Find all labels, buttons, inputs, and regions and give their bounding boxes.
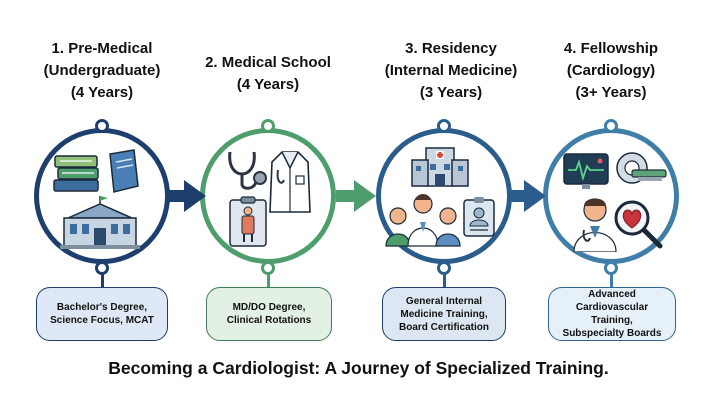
- stage-4-description-line: Training,: [591, 315, 633, 326]
- stage-2-bottom-node: [261, 261, 275, 275]
- stage-3-heading-line: (3 Years): [419, 84, 483, 101]
- stage-4-heading-line: 4. Fellowship: [563, 40, 659, 57]
- arrow-right-icon: [510, 180, 546, 212]
- anatomy-clipboard-icon: [229, 196, 267, 247]
- mri-scanner-icon: [616, 152, 667, 184]
- lab-coat-icon: [269, 151, 311, 213]
- stage-1-heading-line: (4 Years): [70, 84, 134, 101]
- stage-4-heading-line: (Cardiology): [566, 62, 656, 79]
- stage-3-description: General Internal Medicine Training, Boar…: [382, 287, 506, 341]
- stage-1-description: Bachelor's Degree, Science Focus, MCAT: [36, 287, 168, 341]
- stage-1-connector: [101, 272, 104, 288]
- cardiologist-icon: [573, 198, 617, 252]
- stage-2-heading: 2. Medical School (4 Years): [188, 52, 348, 96]
- stage-1-heading-line: 1. Pre-Medical: [51, 40, 153, 57]
- stage-2-heading-line: 2. Medical School: [205, 54, 331, 71]
- stage-1-top-node: [95, 119, 109, 133]
- stage-1-description-line: Science Focus, MCAT: [50, 315, 154, 326]
- arrow-right-icon: [336, 180, 376, 212]
- stage-3-heading: 3. Residency (Internal Medicine) (3 Year…: [366, 38, 536, 104]
- stage-1-heading-line: (Undergraduate): [43, 62, 161, 79]
- stage-3-heading-line: (Internal Medicine): [384, 62, 518, 79]
- stage-4-heading-line: (3+ Years): [575, 84, 647, 101]
- arrow-right-icon: [168, 180, 206, 212]
- doctor-team-icon: [385, 194, 461, 247]
- stage-3-top-node: [437, 119, 451, 133]
- hospital-icon: [411, 147, 469, 187]
- stage-4-heading: 4. Fellowship (Cardiology) (3+ Years): [531, 38, 691, 104]
- stage-4-bottom-node: [604, 261, 618, 275]
- stage-4-description: Advanced Cardiovascular Training, Subspe…: [548, 287, 676, 341]
- stage-2-connector: [267, 272, 270, 288]
- stage-3-description-line: General Internal: [405, 295, 483, 307]
- stage-4-top-node: [604, 119, 618, 133]
- stage-3-description-line: Medicine Training,: [400, 308, 488, 320]
- university-building-icon: [60, 196, 140, 249]
- page-title: Becoming a Cardiologist: A Journey of Sp…: [108, 358, 609, 378]
- id-badge-icon: [463, 197, 495, 237]
- stage-2-description-line: Clinical Rotations: [226, 315, 312, 326]
- stage-4-connector: [610, 272, 613, 288]
- stage-1-heading: 1. Pre-Medical (Undergraduate) (4 Years): [22, 38, 182, 104]
- stage-3-bottom-node: [437, 261, 451, 275]
- stage-2-heading-line: (4 Years): [236, 76, 300, 93]
- stage-1-bottom-node: [95, 261, 109, 275]
- stage-1-description-line: Bachelor's Degree,: [56, 302, 148, 313]
- book-icon: [109, 149, 139, 193]
- stage-3-heading-line: 3. Residency: [405, 40, 497, 57]
- stage-4-description-line: Advanced Cardiovascular: [575, 289, 649, 313]
- stage-3-description-line: Board Certification: [398, 321, 489, 333]
- stage-2-description-line: MD/DO Degree,: [232, 302, 306, 313]
- stage-4-description-line: Subspecialty Boards: [562, 328, 662, 339]
- heart-magnifier-icon: [614, 200, 663, 249]
- stage-2-top-node: [261, 119, 275, 133]
- stethoscope-icon: [228, 151, 267, 190]
- stage-2-description: MD/DO Degree, Clinical Rotations: [206, 287, 332, 341]
- books-icon: [53, 155, 99, 192]
- ecg-monitor-icon: [563, 153, 609, 189]
- stage-3-connector: [443, 272, 446, 288]
